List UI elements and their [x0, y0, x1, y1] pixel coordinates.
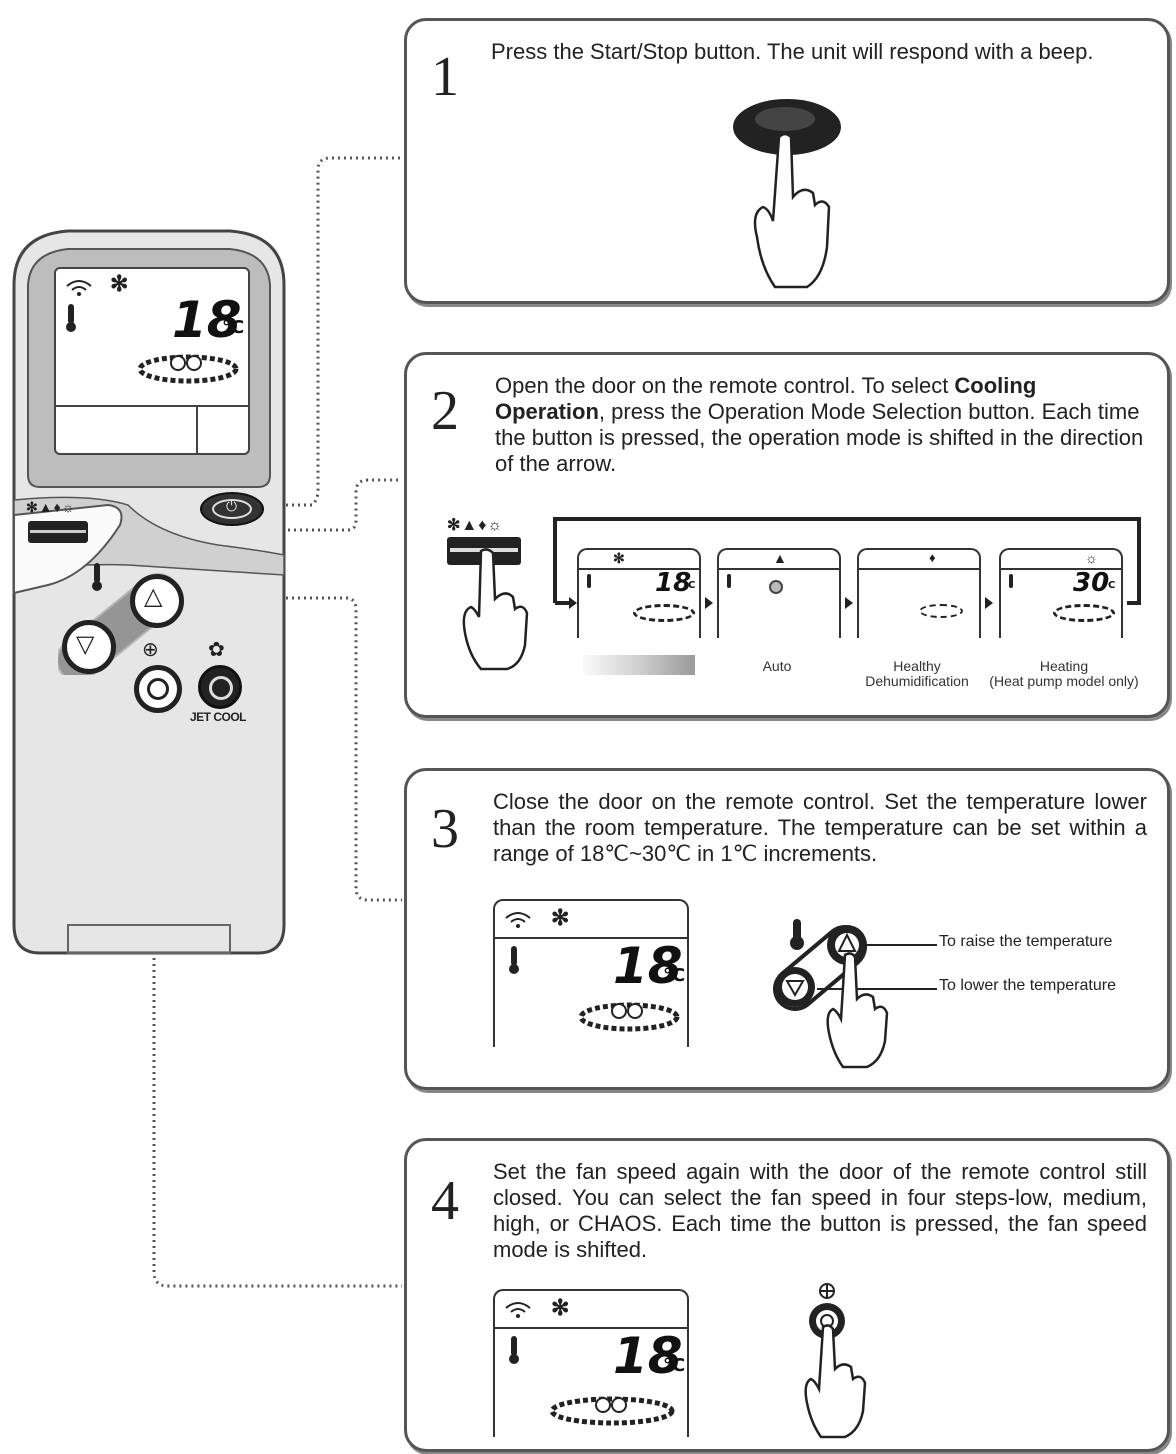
fan-icon: ⊕	[142, 639, 159, 661]
mode-display-cooling: ✻ 18 °C	[577, 548, 701, 638]
step-2-panel: 2 Open the door on the remote control. T…	[404, 352, 1170, 718]
temp-buttons-illustration	[773, 919, 937, 1069]
start-stop-button[interactable]: ⏻	[200, 492, 264, 526]
mode-caption-auto: Auto	[762, 658, 792, 674]
remote-lcd: ✻ 18 °C	[54, 267, 250, 455]
mode-caption-heating: Heating(Heat pump model only)	[989, 658, 1139, 689]
temperature-display: ✻ 18 °C	[493, 899, 689, 1047]
mode-temp: 30	[1073, 568, 1110, 598]
thermometer-icon	[92, 563, 102, 591]
thermometer-icon	[509, 946, 519, 974]
thermometer-icon	[66, 304, 76, 332]
signal-icon	[505, 1302, 531, 1318]
step-number: 4	[431, 1170, 459, 1232]
mode-icons: ✻▲♦☼	[26, 499, 76, 515]
thermometer-icon	[587, 574, 591, 588]
mode-icons: ✻▲♦☼	[447, 517, 504, 534]
signal-icon	[66, 280, 92, 296]
jet-cool-icon: ✿	[208, 639, 225, 661]
down-arrow-icon: ▽	[76, 631, 95, 658]
step-number: 1	[431, 46, 459, 108]
step-1-panel: 1 Press the Start/Stop button. The unit …	[404, 18, 1170, 304]
fan-speed-display: ✻ 18 °C	[493, 1289, 689, 1437]
fan-speed-icon	[549, 1396, 675, 1426]
cooling-mode-icon: ✻	[551, 905, 570, 930]
cooling-mode-icon: ✻	[110, 271, 129, 296]
temp-up-button[interactable]: △	[130, 574, 184, 628]
fan-button-illustration	[804, 1283, 867, 1439]
remote-display-unit: °C	[222, 317, 245, 338]
mode-unit: °C	[683, 580, 696, 591]
thermometer-icon	[1009, 574, 1013, 588]
mode-unit: °C	[1103, 580, 1116, 591]
display-unit: °C	[663, 965, 686, 986]
auto-mode-icon: ▲	[773, 550, 787, 566]
cooling-mode-icon: ✻	[613, 550, 625, 566]
mode-selection-button[interactable]	[28, 521, 88, 543]
step-instruction: Press the Start/Stop button. The unit wi…	[491, 39, 1094, 64]
signal-icon	[505, 912, 531, 928]
power-icon: ⏻	[226, 498, 238, 514]
jet-cool-label: JET COOL	[190, 710, 247, 724]
temp-down-button[interactable]: ▽	[62, 620, 116, 674]
mode-display-heating: ☼ 30 °C	[999, 548, 1123, 638]
thermometer-icon	[727, 574, 731, 588]
step-instruction: Close the door on the remote control. Se…	[493, 789, 1147, 866]
display-unit: °C	[663, 1355, 686, 1376]
raise-temperature-label: To raise the temperature	[939, 933, 1113, 950]
cooling-highlight-bar	[583, 655, 695, 675]
fan-speed-icon	[1053, 604, 1115, 622]
pressing-hand-illustration	[462, 548, 529, 671]
pressing-hand-illustration	[733, 99, 841, 289]
auto-indicator-icon	[769, 580, 783, 594]
cooling-mode-icon: ✻	[551, 1295, 570, 1320]
jet-cool-button[interactable]	[198, 665, 242, 709]
remote-control: ✻ 18 °C ⏻ ✻▲♦☼ △ ▽ ⊕ ✿	[8, 225, 290, 960]
fan-speed-button[interactable]	[134, 665, 182, 713]
thermometer-icon	[509, 1336, 519, 1364]
fan-speed-icon	[633, 604, 695, 622]
fan-speed-icon	[578, 1002, 680, 1032]
mode-temp: 18	[655, 568, 692, 598]
remote-display-temp: 18	[172, 291, 242, 349]
fan-speed-icon	[137, 354, 239, 384]
step-instruction: Open the door on the remote control. To …	[495, 373, 1144, 476]
heating-mode-icon: ☼	[1085, 550, 1098, 566]
step-instruction: Set the fan speed again with the door of…	[493, 1159, 1147, 1262]
display-temp: 18	[613, 1327, 683, 1385]
lower-temperature-label: To lower the temperature	[939, 977, 1116, 994]
mode-display-dehumidification: ♦	[857, 548, 981, 638]
dehumidification-mode-icon: ♦	[929, 550, 936, 565]
step-4-panel: 4 Set the fan speed again with the door …	[404, 1138, 1170, 1452]
display-temp: 18	[613, 937, 683, 995]
fan-speed-icon	[919, 604, 963, 618]
mode-cycle-arrow	[553, 517, 1141, 609]
up-arrow-icon: △	[144, 583, 163, 610]
step-number: 2	[431, 380, 459, 442]
mode-display-auto: ▲	[717, 548, 841, 638]
step-number: 3	[431, 798, 459, 860]
step-3-panel: 3 Close the door on the remote control. …	[404, 768, 1170, 1090]
